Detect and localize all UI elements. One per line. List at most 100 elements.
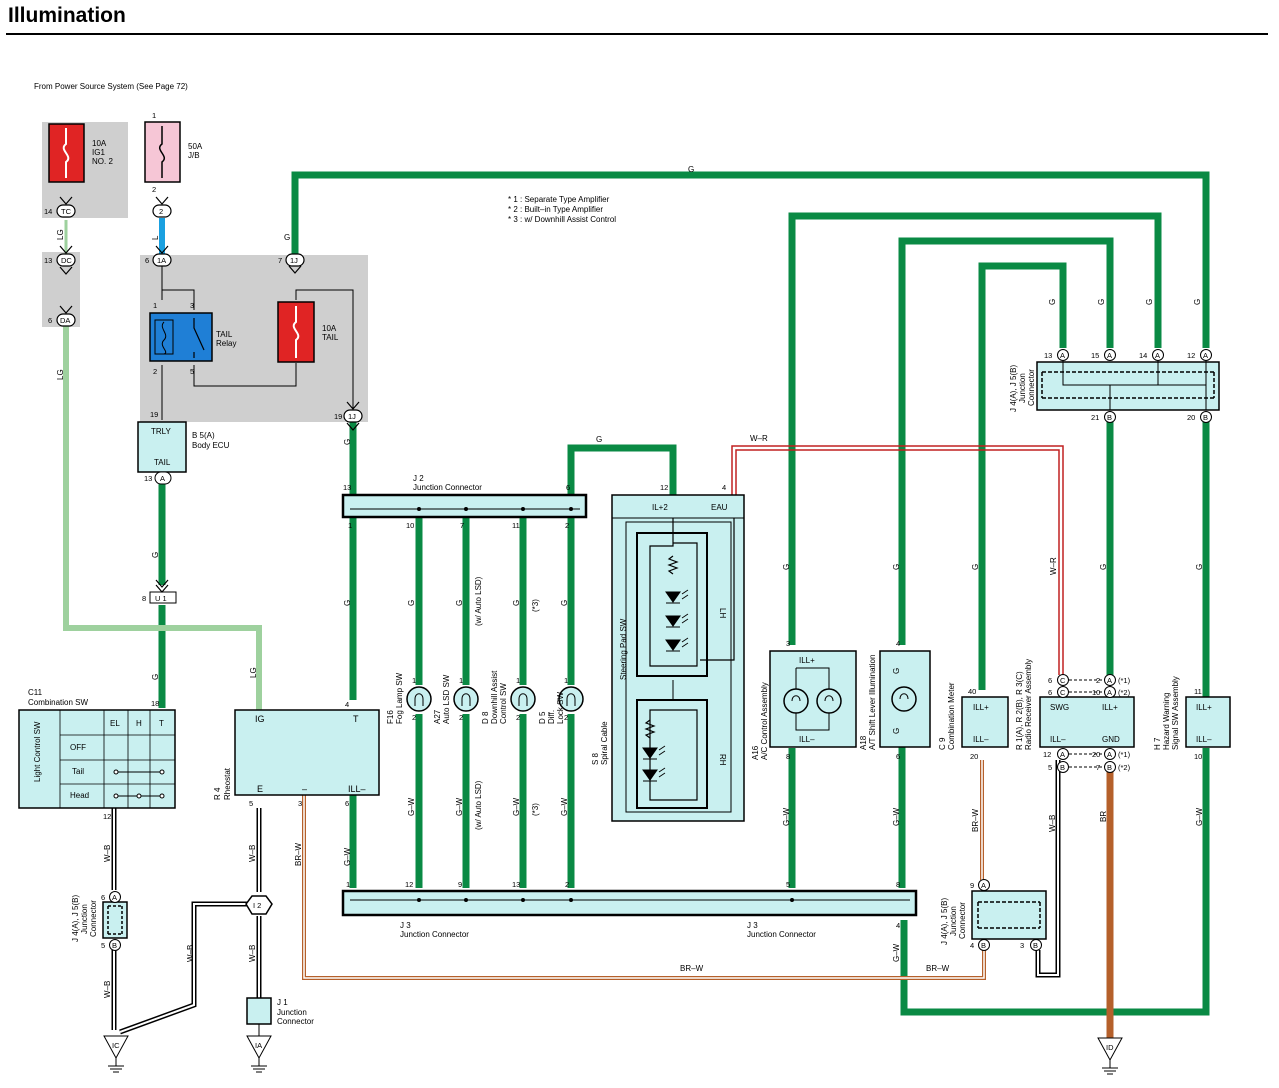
ig1-fuse-label-1: 10A	[92, 139, 107, 148]
svg-text:G: G	[688, 165, 694, 174]
note-1: * 1 : Separate Type Amplifier	[508, 195, 610, 204]
svg-text:2: 2	[565, 521, 569, 530]
svg-text:6: 6	[896, 752, 900, 761]
a16-id: A16	[751, 745, 760, 760]
body-ecu-connector	[154, 471, 172, 485]
steering-pad-rh-label: RH	[718, 754, 727, 766]
ig1-fuse-label-2: IG1	[92, 148, 105, 157]
switch-lamp-filaments	[414, 693, 576, 706]
c2-connector: 2	[159, 207, 163, 216]
svg-text:L: L	[151, 235, 160, 240]
svg-text:G: G	[151, 552, 160, 558]
svg-text:12: 12	[660, 483, 668, 492]
svg-text:6: 6	[566, 483, 570, 492]
title-rule	[6, 33, 1268, 35]
rheostat-pin-t: T	[353, 714, 359, 724]
c11-contacts	[113, 769, 165, 799]
svg-text:4: 4	[896, 921, 900, 930]
svg-text:1: 1	[459, 676, 463, 685]
svg-text:11: 11	[1194, 687, 1202, 696]
star2-top: (*2)	[1118, 688, 1131, 697]
c11-col-h: H	[136, 719, 142, 728]
star3-label-bottom: (*3)	[531, 803, 540, 816]
u1-label: U 1	[155, 594, 167, 603]
c1j-connector: 1J	[290, 256, 298, 265]
i2-junction	[245, 895, 273, 915]
h7-line2: Signal SW Assembly	[1171, 676, 1180, 750]
svg-text:W–B: W–B	[186, 945, 195, 962]
svg-text:G: G	[512, 600, 521, 606]
svg-text:G: G	[1145, 299, 1154, 305]
svg-text:G: G	[971, 564, 980, 570]
svg-text:W–B: W–B	[248, 845, 257, 862]
j45-left-line1: Junction	[80, 904, 89, 934]
relay-pin-1: 1	[153, 301, 157, 310]
svg-text:1: 1	[348, 521, 352, 530]
steering-pad-lh-label: LH	[718, 608, 727, 618]
svg-text:2: 2	[516, 713, 520, 722]
svg-text:G–W: G–W	[512, 797, 521, 816]
j1-line2: Connector	[277, 1017, 314, 1026]
j45-bottom-dash	[977, 901, 1041, 929]
a27-id: A27	[433, 709, 442, 724]
j45-left-line2: Connector	[89, 900, 98, 937]
radio-receiver	[1039, 696, 1135, 748]
jb-fuse-element	[159, 126, 165, 178]
svg-text:G: G	[892, 564, 901, 570]
svg-text:G: G	[782, 564, 791, 570]
c11-col-t: T	[159, 719, 164, 728]
svg-text:W–B: W–B	[103, 981, 112, 998]
j45-top-connector	[1036, 361, 1220, 411]
svg-text:11: 11	[512, 521, 520, 530]
j3-id-right: J 3	[747, 921, 758, 930]
svg-text:7: 7	[460, 521, 464, 530]
j45-top-line1: Junction	[1018, 373, 1027, 403]
a16-pin-ill-minus: ILL–	[799, 735, 815, 744]
svg-text:G: G	[343, 439, 352, 445]
svg-text:G: G	[407, 600, 416, 606]
svg-text:LG: LG	[56, 229, 65, 240]
note-2: * 2 : Built–in Type Amplifier	[508, 205, 603, 214]
led-rays	[658, 589, 689, 778]
c1j-pin: 7	[278, 256, 282, 265]
svg-text:W–R: W–R	[1049, 557, 1058, 575]
s8-name: Spiral Cable	[600, 721, 609, 765]
w-b-wires-inner	[113, 760, 1059, 1033]
ig1-fuse-element	[62, 128, 70, 178]
svg-text:A: A	[1060, 351, 1065, 360]
c9-pin-ill-plus: ILL+	[973, 703, 989, 712]
dc-pin: 13	[44, 256, 52, 265]
a27-name: Auto LSD SW	[442, 674, 451, 724]
jb-pin-1: 1	[152, 111, 156, 120]
ground-ia: IA	[246, 1035, 272, 1073]
svg-text:G: G	[596, 435, 602, 444]
br-w-wire-inner	[303, 795, 985, 979]
rheostat-pin-ill: ILL–	[348, 784, 366, 794]
svg-text:A: A	[1107, 688, 1112, 697]
j45-top-id: J 4(A), J 5(B)	[1009, 365, 1018, 412]
j45-bottom-pins	[978, 879, 1042, 951]
f16-name: Fog Lamp SW	[395, 672, 404, 724]
d8-line1: Downhill Assist	[490, 670, 499, 724]
svg-text:IC: IC	[112, 1041, 120, 1050]
svg-text:A: A	[112, 893, 117, 902]
c1j-b-pin: 19	[334, 412, 342, 421]
hazard-warning-sw	[1185, 696, 1231, 748]
svg-text:G–W: G–W	[782, 807, 791, 826]
tail-relay-switch	[193, 318, 205, 358]
radio-id: R 1(A), R 2(B), R 3(C)	[1015, 671, 1024, 750]
c11-id: C11	[28, 688, 43, 697]
j2-connector	[341, 493, 588, 519]
tc-connector: TC	[61, 207, 72, 216]
tail-relay-coil-line	[161, 321, 167, 355]
d5-line2: Lock SW	[556, 692, 565, 724]
svg-text:G: G	[284, 233, 290, 242]
svg-text:I 2: I 2	[253, 901, 261, 910]
h7-id: H 7	[1153, 737, 1162, 750]
da-connector: DA	[60, 316, 70, 325]
c11-side-label: Light Control SW	[33, 721, 42, 782]
svg-text:12: 12	[1043, 750, 1051, 759]
svg-text:W–R: W–R	[750, 434, 768, 443]
c11-pin-18: 18	[151, 699, 159, 708]
svg-text:6: 6	[345, 799, 349, 808]
